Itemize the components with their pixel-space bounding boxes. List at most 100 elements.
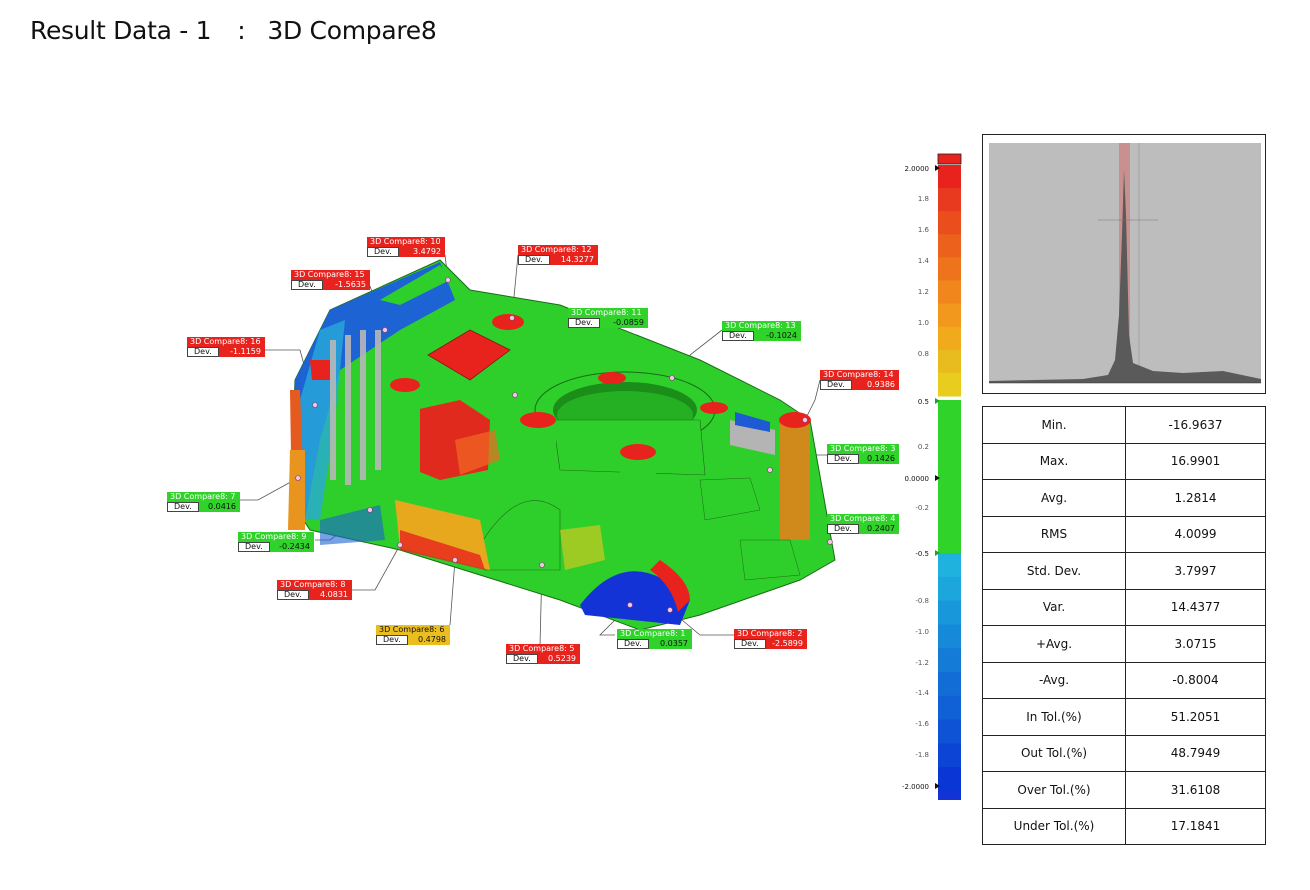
scale-band — [938, 624, 961, 649]
scale-band — [938, 211, 961, 235]
stats-row: Under Tol.(%)17.1841 — [982, 807, 1266, 845]
dev-label: Dev. — [827, 454, 859, 464]
stat-name: Under Tol.(%) — [982, 807, 1126, 845]
dev-value: -0.0859 — [600, 318, 648, 328]
stats-row: Var.14.4377 — [982, 588, 1266, 626]
scale-band — [938, 648, 961, 673]
scale-band — [938, 553, 961, 578]
dev-label: Dev. — [518, 255, 550, 265]
scale-band — [938, 672, 961, 697]
scale-tick: 1.8 — [917, 195, 929, 203]
dev-value: 4.0831 — [309, 590, 352, 600]
histogram-plot — [989, 143, 1261, 384]
scale-band — [938, 600, 961, 625]
stat-name: Over Tol.(%) — [982, 771, 1126, 809]
callout-label: 3D Compare8: 11 — [568, 308, 648, 318]
scale-tick: -1.6 — [915, 720, 929, 728]
result-title: Result Data - 1 — [30, 16, 212, 45]
part-body — [288, 259, 836, 631]
compare-name: 3D Compare8 — [267, 16, 437, 45]
dev-label: Dev. — [568, 318, 600, 328]
callout-label: 3D Compare8: 15 — [291, 270, 370, 280]
callout-label: 3D Compare8: 16 — [187, 337, 265, 347]
dev-value: 0.2407 — [859, 524, 899, 534]
stat-value: 17.1841 — [1125, 807, 1266, 845]
callout-5[interactable]: 3D Compare8: 5 Dev.0.5239 — [506, 644, 580, 664]
callout-10[interactable]: 3D Compare8: 10 Dev.3.4792 — [367, 237, 445, 257]
stat-value: 1.2814 — [1125, 479, 1266, 517]
callout-13[interactable]: 3D Compare8: 13 Dev.-0.1024 — [722, 321, 801, 341]
scale-lower-tol-label: -0.5 — [915, 550, 929, 558]
dev-label: Dev. — [722, 331, 754, 341]
scale-tick: -1.0 — [915, 628, 929, 636]
scale-tick: -1.4 — [915, 689, 929, 697]
dev-value: 0.5239 — [538, 654, 580, 664]
scale-band — [938, 576, 961, 602]
dev-label: Dev. — [376, 635, 408, 645]
scale-tick: -0.2 — [915, 504, 929, 512]
stat-name: Std. Dev. — [982, 552, 1126, 590]
callout-label: 3D Compare8: 13 — [722, 321, 801, 331]
scale-bands — [938, 165, 961, 792]
dev-label: Dev. — [167, 502, 199, 512]
callout-6[interactable]: 3D Compare8: 6 Dev.0.4798 — [376, 625, 450, 645]
scale-tick: 0.8 — [917, 350, 929, 358]
scale-band — [938, 326, 961, 351]
stat-name: Out Tol.(%) — [982, 734, 1126, 772]
dev-value: 0.9386 — [852, 380, 899, 390]
scale-tick: -0.8 — [915, 597, 929, 605]
callout-8[interactable]: 3D Compare8: 8 Dev.4.0831 — [277, 580, 352, 600]
dev-label: Dev. — [617, 639, 649, 649]
callout-12[interactable]: 3D Compare8: 12 Dev.14.3277 — [518, 245, 598, 265]
dev-value: -1.5635 — [323, 280, 370, 290]
callout-9[interactable]: 3D Compare8: 9 Dev.-0.2434 — [238, 532, 314, 552]
callout-label: 3D Compare8: 5 — [506, 644, 580, 654]
stat-value: 51.2051 — [1125, 698, 1266, 736]
stat-value: 16.9901 — [1125, 442, 1266, 480]
stat-value: 48.7949 — [1125, 734, 1266, 772]
callout-4[interactable]: 3D Compare8: 4 Dev.0.2407 — [827, 514, 899, 534]
callout-7[interactable]: 3D Compare8: 7 Dev.0.0416 — [167, 492, 240, 512]
scale-band — [938, 257, 961, 281]
stats-row: -Avg.-0.8004 — [982, 661, 1266, 699]
callout-label: 3D Compare8: 12 — [518, 245, 598, 255]
scale-tick: 1.4 — [917, 257, 929, 265]
stat-name: Max. — [982, 442, 1126, 480]
scale-band — [938, 280, 961, 305]
callout-16[interactable]: 3D Compare8: 16 Dev.-1.1159 — [187, 337, 265, 357]
dev-value: -0.2434 — [270, 542, 314, 552]
stat-name: Avg. — [982, 479, 1126, 517]
stats-row: Std. Dev.3.7997 — [982, 552, 1266, 590]
scale-tick: 0.2 — [917, 443, 929, 451]
dev-label: Dev. — [367, 247, 399, 257]
page-title: Result Data - 1:3D Compare8 — [30, 16, 437, 45]
stat-name: RMS — [982, 515, 1126, 553]
dev-label: Dev. — [734, 639, 766, 649]
callout-14[interactable]: 3D Compare8: 14 Dev.0.9386 — [820, 370, 899, 390]
callout-3[interactable]: 3D Compare8: 3 Dev.0.1426 — [827, 444, 899, 464]
stat-value: -0.8004 — [1125, 661, 1266, 699]
dev-value: 3.4792 — [399, 247, 445, 257]
callout-1[interactable]: 3D Compare8: 1 Dev.0.0357 — [617, 629, 692, 649]
under-range-swatch — [938, 791, 961, 800]
callout-11[interactable]: 3D Compare8: 11 Dev.-0.0859 — [568, 308, 648, 328]
scale-band — [938, 303, 961, 328]
stat-name: Min. — [982, 406, 1126, 444]
callout-2[interactable]: 3D Compare8: 2 Dev.-2.5899 — [734, 629, 807, 649]
scale-band — [938, 234, 961, 258]
dev-value: -2.5899 — [766, 639, 807, 649]
scale-band — [938, 165, 961, 189]
callout-15[interactable]: 3D Compare8: 15 Dev.-1.5635 — [291, 270, 370, 290]
stat-value: 4.0099 — [1125, 515, 1266, 553]
stat-name: +Avg. — [982, 625, 1126, 663]
measurement-points — [295, 277, 833, 613]
deviation-histogram[interactable] — [982, 134, 1266, 394]
scale-max-label: 2.0000 — [904, 165, 930, 173]
scale-band — [938, 743, 961, 768]
deviation-model-view[interactable] — [0, 0, 880, 700]
color-scale-bar — [935, 153, 962, 800]
stat-value: 3.7997 — [1125, 552, 1266, 590]
callout-label: 3D Compare8: 3 — [827, 444, 899, 454]
scale-min-label: -2.0000 — [901, 783, 929, 791]
